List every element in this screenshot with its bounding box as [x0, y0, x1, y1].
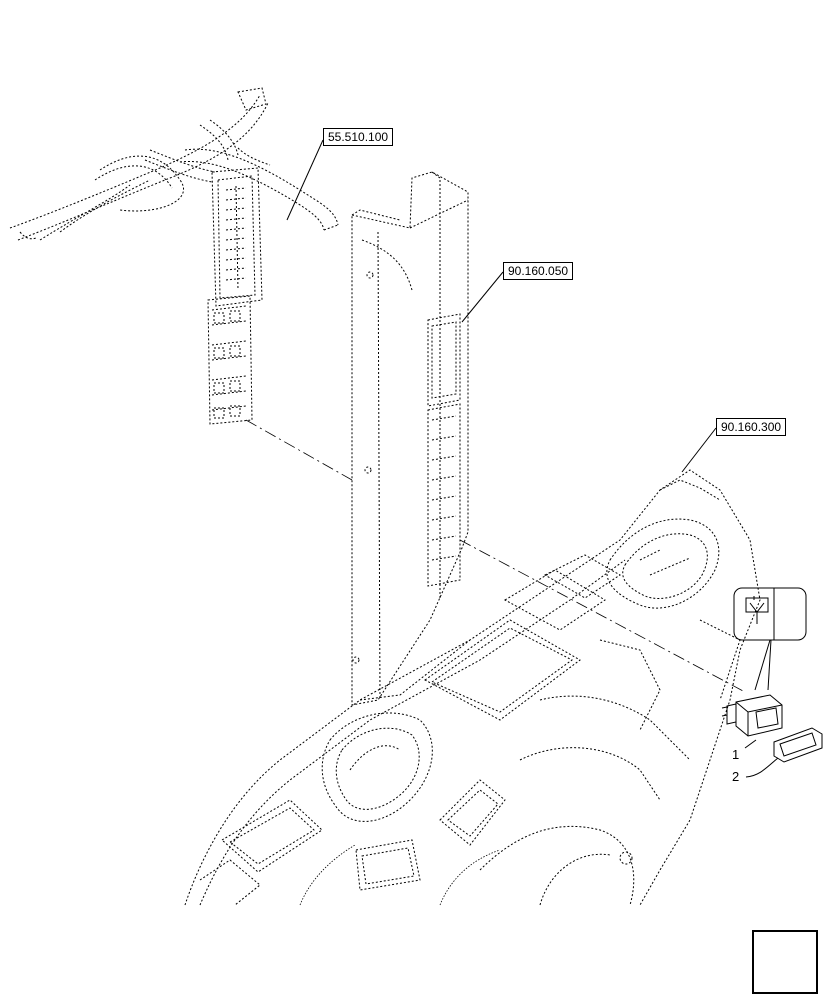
fuse-relay-box [207, 167, 263, 425]
leader-ref-90160300 [681, 427, 717, 473]
leader-switch-symbol-2 [767, 639, 772, 691]
switch-symbol-box [733, 587, 807, 641]
ref-label-90160050[interactable]: 90.160.050 [503, 262, 574, 280]
callout-item-1: 1 [732, 747, 740, 762]
rocker-switch [721, 694, 783, 737]
assembly-line-switch [459, 539, 746, 693]
leader-item-1 [744, 739, 757, 749]
dashboard-panel [184, 469, 761, 906]
wiring-harness [9, 87, 339, 241]
navigation-button[interactable] [752, 930, 818, 994]
leader-ref-90160050 [461, 271, 504, 323]
ref-label-55510100[interactable]: 55.510.100 [323, 128, 394, 146]
switch-cover [773, 727, 823, 763]
leader-ref-55510100 [286, 139, 324, 221]
leader-switch-symbol [754, 639, 771, 691]
pillar-trim-panel [351, 171, 469, 706]
callout-item-2: 2 [732, 769, 740, 784]
assembly-line-fusebox [245, 419, 353, 481]
leader-item-2 [745, 757, 779, 778]
ref-label-90160300[interactable]: 90.160.300 [716, 418, 787, 436]
wiper-symbol-icon [745, 596, 769, 624]
